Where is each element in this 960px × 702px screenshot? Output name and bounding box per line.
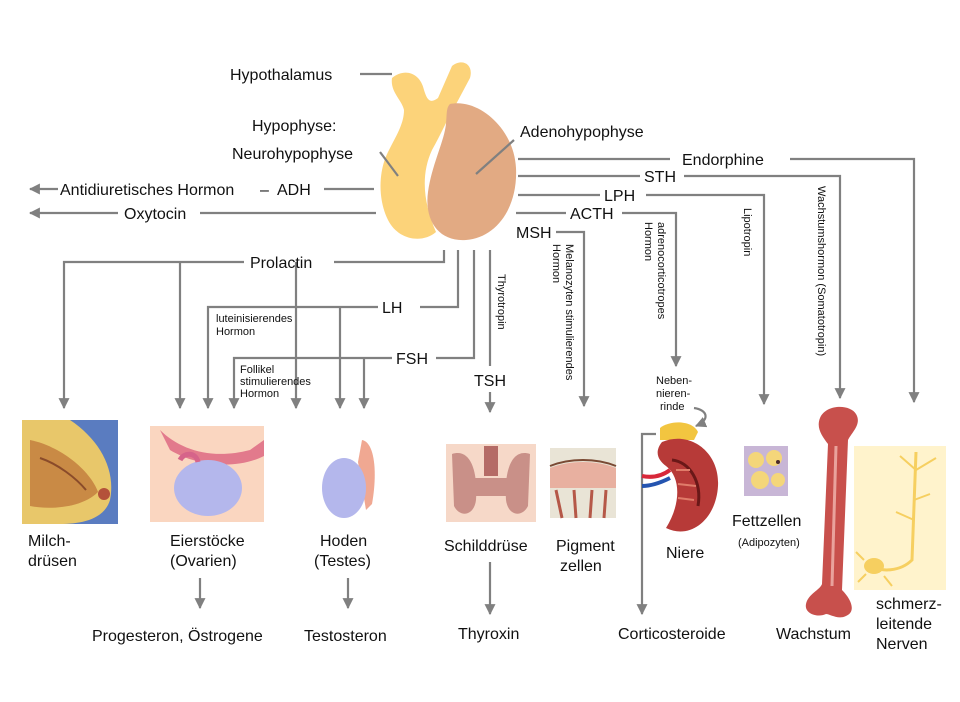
adh-dash-label: – <box>260 182 269 199</box>
msh-label: MSH <box>516 225 552 242</box>
acth-full-label-2: Hormon <box>642 222 654 261</box>
fsh-arrow-eier <box>228 356 392 410</box>
eier-label-2: (Ovarien) <box>170 553 237 570</box>
schilddruese-image <box>446 444 536 522</box>
thyroxin-label: Thyroxin <box>458 626 519 643</box>
adenohypophyse-shape <box>427 103 517 241</box>
progesteron-label: Progesteron, Östrogene <box>92 627 263 645</box>
eier-label-1: Eierstöcke <box>170 533 245 550</box>
milch-label-2: drüsen <box>28 553 77 570</box>
hypophyse-label: Hypophyse: <box>252 118 337 135</box>
msh-arrow <box>556 230 590 408</box>
corticosteroide-label: Corticosteroide <box>618 626 726 643</box>
acth-full-label-1: adrenocorticotropes <box>655 222 667 320</box>
lph-arrow <box>646 193 770 406</box>
fsh-line-a <box>436 250 476 360</box>
msh-full-label-2: Hormon <box>550 244 562 283</box>
kidney-product-arrow <box>636 432 656 616</box>
bone-image <box>805 406 858 618</box>
neurohypophyse-shape <box>380 62 471 239</box>
fettzellen-label: Fettzellen <box>732 513 801 530</box>
prolactin-line-a <box>334 250 446 264</box>
adenohypophyse-label: Adenohypophyse <box>520 124 644 141</box>
nebennierenrinde-label-1: Neben- <box>656 375 692 387</box>
neurohypophyse-label: Neurohypophyse <box>232 146 353 163</box>
eierstoecke-image <box>150 426 264 522</box>
adh-full-label: Antidiuretisches Hormon <box>60 182 234 199</box>
acth-label: ACTH <box>570 206 614 223</box>
prolactin-label: Prolactin <box>250 255 312 272</box>
endorphine-label: Endorphine <box>682 152 764 169</box>
pigmentzellen-image <box>549 448 617 519</box>
nerven-label-1: schmerz- <box>876 596 942 613</box>
fsh-full-label-3: Hormon <box>240 388 279 400</box>
pigment-label-2: zellen <box>560 558 602 575</box>
fettzellen-image <box>744 446 788 496</box>
fsh-full-label-1: Follikel <box>240 364 274 376</box>
msh-full-label-1: Melanozyten stimulierendes <box>563 244 575 381</box>
lh-full-label-1: luteinisierendes <box>216 313 293 325</box>
fsh-label: FSH <box>396 351 428 368</box>
nerven-label-3: Nerven <box>876 636 928 653</box>
pituitary-gland <box>380 62 517 241</box>
endorphine-arrow <box>790 157 920 404</box>
fsh-full-label-2: stimulierendes <box>240 376 311 388</box>
pigment-label-1: Pigment <box>556 538 615 555</box>
adipozyten-label: (Adipozyten) <box>738 537 800 549</box>
sth-label: STH <box>644 169 676 186</box>
neurohypophyse-pointer <box>379 151 399 177</box>
acth-arrow <box>622 211 682 368</box>
schilddruese-label: Schilddrüse <box>444 538 528 555</box>
lh-label: LH <box>382 300 402 317</box>
tsh-label: TSH <box>474 373 506 390</box>
niere-label: Niere <box>666 545 704 562</box>
adh-label: ADH <box>277 182 311 199</box>
lh-arrow-eier <box>202 305 378 410</box>
oxytocin-label: Oxytocin <box>124 206 186 223</box>
prolactin-arrow-milch <box>58 260 244 410</box>
lh-full-label-2: Hormon <box>216 326 255 338</box>
nebennierenrinde-label-2: nieren- <box>656 388 691 400</box>
milchdruesen-image <box>22 420 118 524</box>
lipotropin-label: Lipotropin <box>741 208 753 256</box>
testosteron-label: Testosteron <box>304 628 387 645</box>
nerven-image <box>854 446 946 590</box>
hypothalamus-label: Hypothalamus <box>230 67 332 84</box>
sth-full-label: Wachstumshormon (Somatotropin) <box>815 186 827 356</box>
milch-label-1: Milch- <box>28 533 71 550</box>
sth-arrow <box>684 174 846 400</box>
hoden-label-2: (Testes) <box>314 553 371 570</box>
hoden-label-1: Hoden <box>320 533 367 550</box>
nerven-label-2: leitende <box>876 616 932 633</box>
thyrotropin-label: Thyrotropin <box>495 274 507 330</box>
nebennierenrinde-label-3: rinde <box>660 401 684 413</box>
wachstum-label: Wachstum <box>776 626 851 643</box>
nebenniere-curve-arrow <box>693 406 708 428</box>
hoden-image <box>322 440 375 518</box>
lh-line-a <box>420 250 460 309</box>
adenohypophyse-pointer <box>475 139 515 175</box>
niere-image <box>641 422 719 532</box>
lph-label: LPH <box>604 188 635 205</box>
